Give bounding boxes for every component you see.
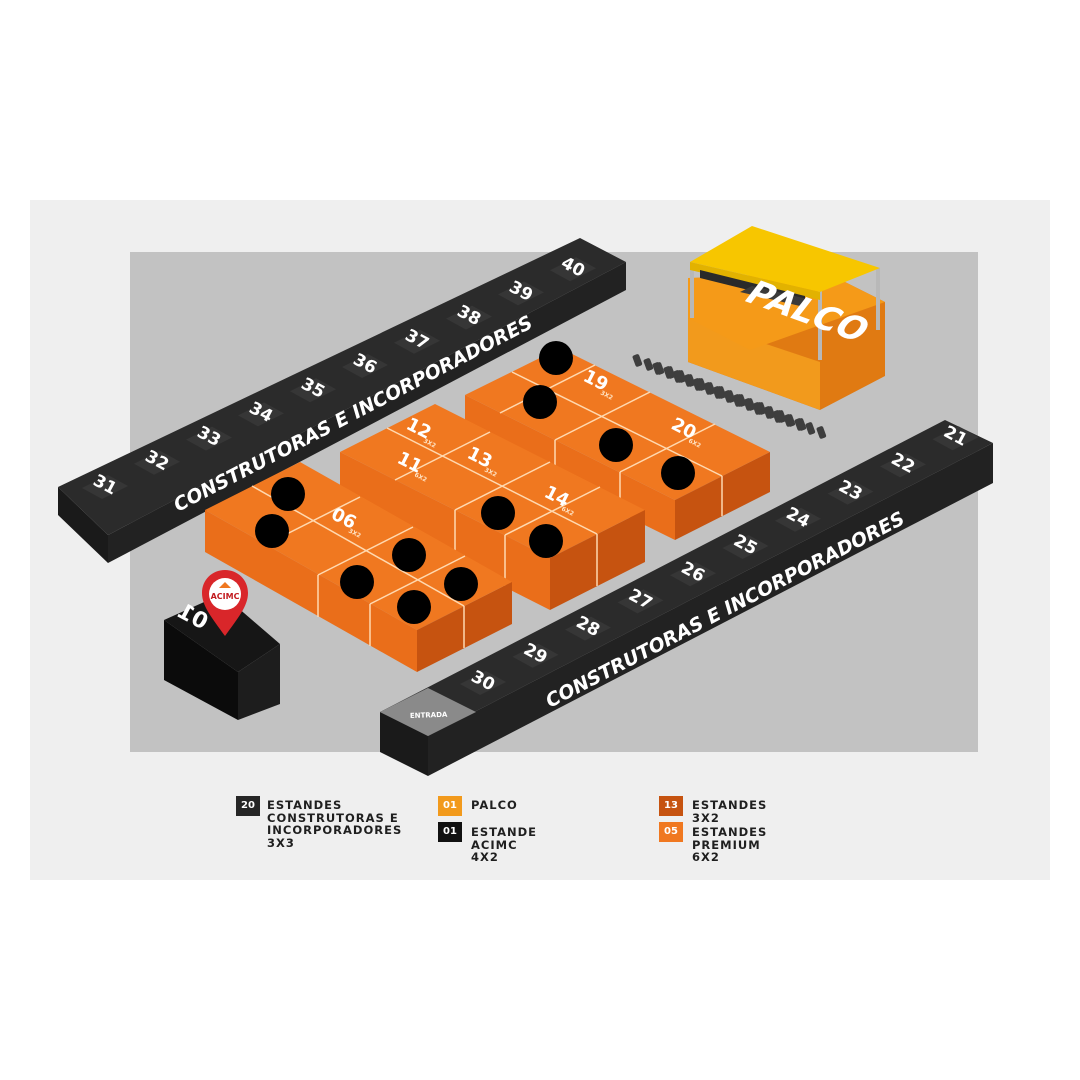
legend-label-stage: PALCO [471, 798, 518, 812]
stand-cell[interactable] [186, 426, 232, 451]
chair-icon [643, 358, 654, 371]
chair-icon [685, 374, 696, 387]
chair-icon [665, 366, 676, 379]
chair-icon [654, 362, 665, 375]
legend-label-stands-3x3: ESTANDES CONSTRUTORAS E INCORPORADORES 3… [267, 798, 403, 850]
chair-icon [785, 414, 796, 427]
stage-table [740, 286, 812, 306]
stand-cell[interactable] [290, 378, 336, 403]
legend-badge-premium: 05 [659, 822, 683, 842]
stage[interactable]: PALCO [688, 226, 885, 410]
chair-icon [736, 394, 747, 407]
chair-icon [756, 402, 767, 415]
redaction-dots [255, 341, 695, 624]
audience-chairs [632, 354, 827, 439]
chair-icon [725, 390, 736, 403]
entrance-area [380, 688, 476, 736]
acimc-stand[interactable]: 01 [164, 594, 280, 720]
stand-cell[interactable] [134, 450, 180, 475]
chair-icon [765, 406, 776, 419]
chair-icon [632, 354, 643, 367]
chair-icon [705, 382, 716, 395]
chair-icon [776, 410, 787, 423]
acimc-location-pin[interactable]: ACIMC [202, 570, 248, 636]
stand-cell[interactable] [238, 402, 284, 427]
stand-cell[interactable] [498, 281, 544, 306]
entrance-label: ENTRADA [410, 711, 448, 720]
chair-icon [696, 378, 707, 391]
stand-cell[interactable] [550, 257, 596, 282]
legend-badge-acimc: 01 [438, 822, 462, 842]
chair-icon [676, 370, 687, 383]
chair-icon [745, 398, 756, 411]
legend-label-stands-3x2: ESTANDES 3X2 [692, 798, 768, 825]
chair-icon [805, 422, 816, 435]
stand-cell[interactable] [722, 535, 769, 559]
legend-badge-stands-3x2: 13 [659, 796, 683, 816]
legend-label-acimc: ESTANDE ACIMC 4X2 [471, 825, 538, 864]
stand-cell[interactable] [880, 453, 926, 478]
stand-cell[interactable] [394, 329, 440, 354]
stage-front [688, 318, 820, 410]
stand-cell[interactable] [617, 589, 664, 614]
stand-cell[interactable] [82, 475, 128, 499]
stand-cell[interactable] [460, 671, 506, 695]
stand-cell[interactable] [446, 305, 492, 330]
stand-cell[interactable] [512, 643, 559, 668]
stand-cell[interactable] [932, 426, 979, 451]
legend-label-premium: ESTANDES PREMIUM 6X2 [692, 825, 768, 864]
chair-icon [796, 418, 807, 431]
stand-cell[interactable] [775, 507, 821, 532]
stand-block-b [340, 404, 645, 610]
legend-badge-stage: 01 [438, 796, 462, 816]
stage-deck [688, 272, 885, 350]
stand-cell[interactable] [670, 562, 716, 587]
stage-roof [690, 226, 880, 292]
chair-icon [816, 426, 827, 439]
legend-badge-stands-3x3: 20 [236, 796, 260, 816]
stand-cell[interactable] [565, 616, 611, 641]
chair-icon [716, 386, 727, 399]
stand-cell[interactable] [827, 480, 874, 505]
acimc-logo-icon [219, 582, 231, 588]
stand-cell[interactable] [342, 354, 388, 378]
acimc-pin-label: ACIMC [211, 592, 240, 601]
